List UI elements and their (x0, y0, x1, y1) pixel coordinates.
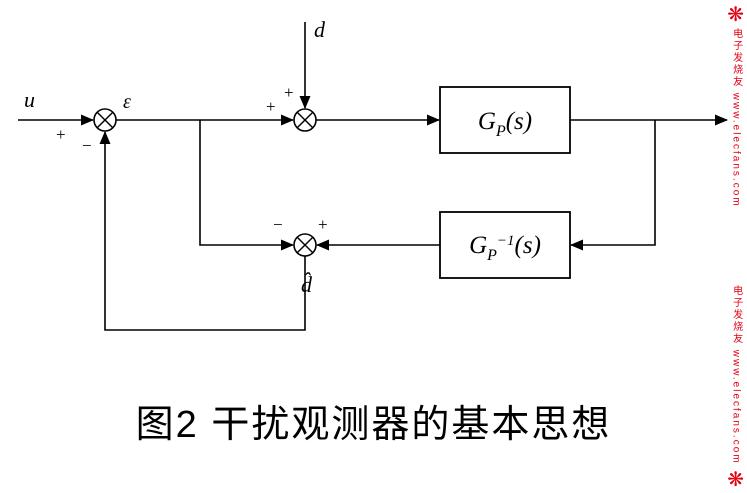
wire-output-branch-to-inverse (570, 120, 656, 251)
label-disturbance-estimate-dhat: d̂ (301, 272, 313, 297)
summing-junction-disturbance (293, 108, 317, 132)
label-disturbance-d: d (314, 17, 326, 42)
summing-junction-input (93, 108, 117, 132)
inverse-plant-block (439, 211, 571, 279)
wire-estimate-feedback (99, 131, 306, 331)
inverse-plant-transfer-function-label: GP−1(s) (469, 232, 541, 264)
sum-cross-icon (296, 111, 314, 129)
wire-feedforward-branch (199, 120, 294, 251)
plant-block (439, 86, 571, 154)
sign-sum1-feedback-minus: − (82, 136, 92, 155)
label-error-epsilon: ε (123, 91, 131, 113)
watermark-text-bottom: 电子发烧友 www.elecfans.com (730, 285, 742, 465)
sign-sum2-input-plus: + (266, 97, 276, 116)
sign-sum2-disturbance-plus: + (284, 83, 294, 102)
watermark-bottom: ❋ 电子发烧友 www.elecfans.com (727, 285, 744, 489)
sum-cross-icon (96, 111, 114, 129)
sign-sum1-input-plus: + (56, 125, 66, 144)
elecfans-logo-icon: ❋ (727, 467, 744, 491)
sum-cross-icon (296, 236, 314, 254)
elecfans-logo-icon: ❋ (727, 2, 744, 26)
watermark-top: ❋ 电子发烧友 www.elecfans.com (727, 4, 744, 208)
plant-transfer-function-label: GP(s) (478, 108, 532, 140)
summing-junction-estimate (293, 233, 317, 257)
watermark-text-top: 电子发烧友 www.elecfans.com (730, 28, 742, 208)
sign-sum3-forward-minus: − (273, 215, 283, 234)
label-input-u: u (24, 87, 35, 112)
sign-sum3-inverse-plus: + (318, 215, 328, 234)
figure-caption: 图2 干扰观测器的基本思想 (135, 404, 612, 446)
